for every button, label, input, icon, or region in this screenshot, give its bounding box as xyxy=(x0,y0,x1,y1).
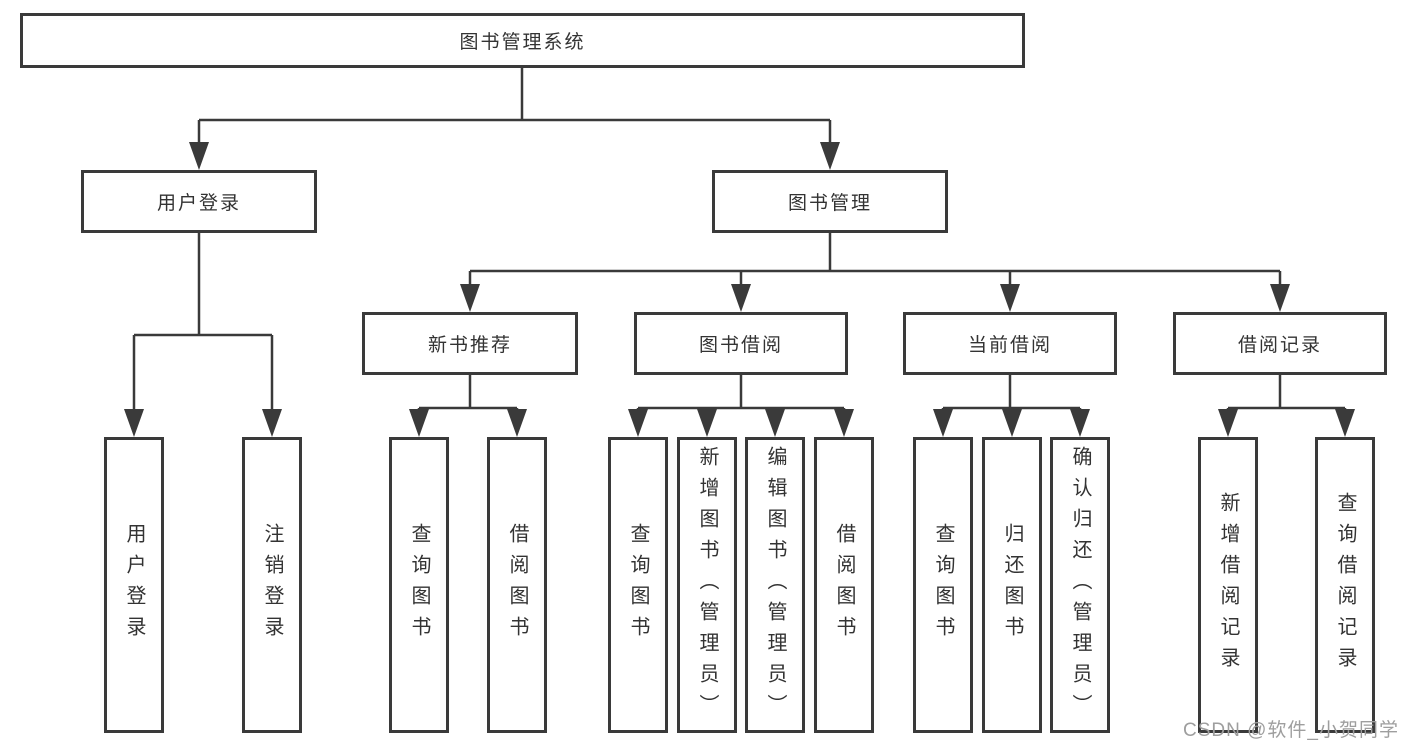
leaf-add-borrow-record: 新增借阅记录 xyxy=(1198,437,1258,733)
node-library-system: 图书管理系统 xyxy=(20,13,1025,68)
node-new-book-recommend: 新书推荐 xyxy=(362,312,578,375)
csdn-watermark: CSDN @软件_小贺同学 xyxy=(1183,720,1399,741)
leaf-logout: 注销登录 xyxy=(242,437,302,733)
leaf-query-book-recommend: 查询图书 xyxy=(389,437,449,733)
node-user-login: 用户登录 xyxy=(81,170,317,233)
leaf-return-book: 归还图书 xyxy=(982,437,1042,733)
node-borrow-records: 借阅记录 xyxy=(1173,312,1387,375)
leaf-query-book-borrow: 查询图书 xyxy=(608,437,668,733)
leaf-confirm-return-admin: 确认归还（管理员） xyxy=(1050,437,1110,733)
leaf-query-borrow-record: 查询借阅记录 xyxy=(1315,437,1375,733)
leaf-user-login: 用户登录 xyxy=(104,437,164,733)
leaf-query-book-current: 查询图书 xyxy=(913,437,973,733)
node-current-borrow: 当前借阅 xyxy=(903,312,1117,375)
leaf-borrow-book-recommend: 借阅图书 xyxy=(487,437,547,733)
node-book-borrow: 图书借阅 xyxy=(634,312,848,375)
node-book-management: 图书管理 xyxy=(712,170,948,233)
leaf-borrow-book: 借阅图书 xyxy=(814,437,874,733)
leaf-edit-book-admin: 编辑图书（管理员） xyxy=(745,437,805,733)
leaf-add-book-admin: 新增图书（管理员） xyxy=(677,437,737,733)
